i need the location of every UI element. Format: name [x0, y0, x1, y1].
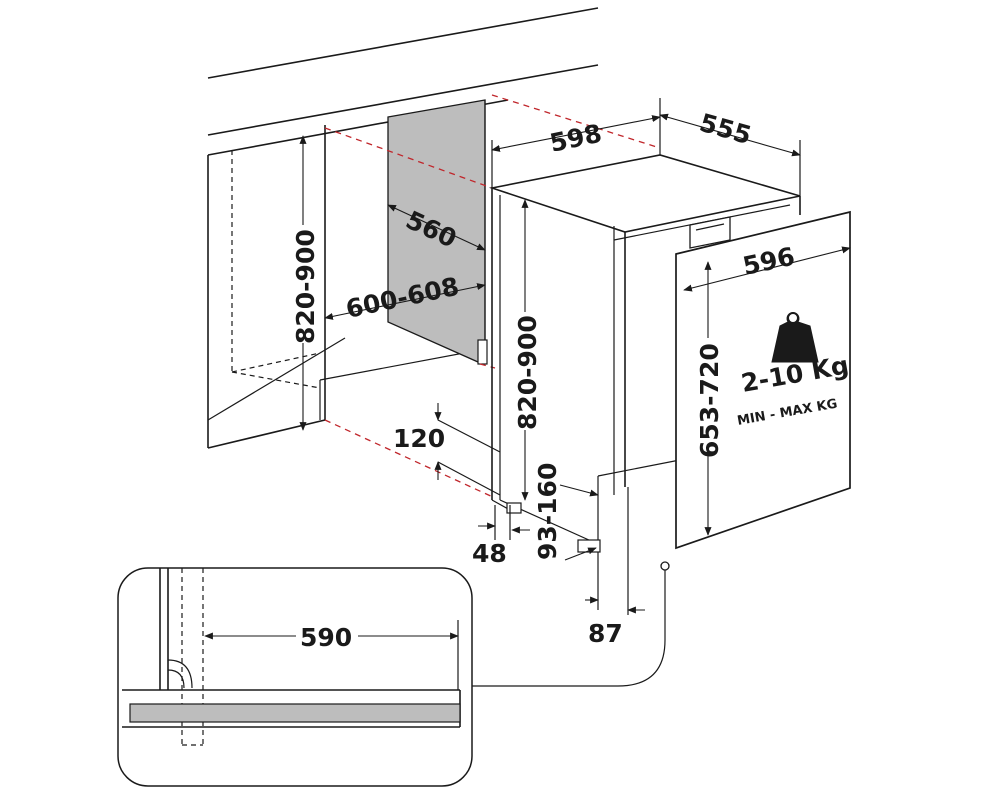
- door-height-label: 653-720: [695, 343, 724, 458]
- appliance-height-label: 820-900: [513, 315, 542, 430]
- door-panel: [675, 210, 851, 550]
- door-setback-label: 87: [588, 619, 623, 648]
- inset-width-label: 590: [300, 623, 352, 652]
- niche-height-label: 820-900: [291, 229, 320, 344]
- inset-connector: [470, 561, 670, 687]
- detail-inset: [117, 567, 473, 787]
- appliance-depth-label: 555: [696, 108, 754, 150]
- left-cabinet: [207, 125, 481, 449]
- dishwasher-body: [488, 154, 801, 553]
- appliance-width-label: 598: [547, 119, 604, 158]
- plinth-height-label: 120: [393, 424, 445, 453]
- plinth-setback-label: 48: [472, 539, 507, 568]
- foot-height-label: 93-160: [533, 463, 562, 560]
